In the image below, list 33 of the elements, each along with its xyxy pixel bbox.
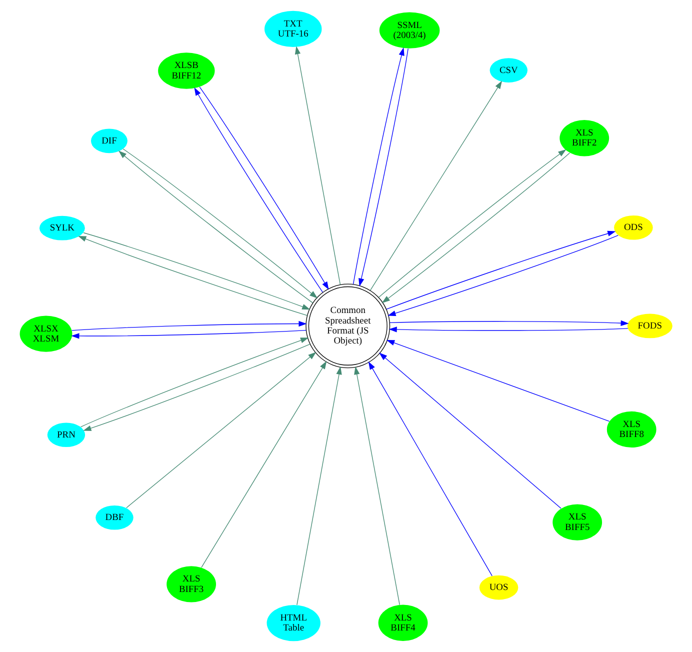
node-ellipse: UOS	[479, 575, 518, 600]
arrow	[388, 326, 628, 332]
node-ellipse: XLS BIFF8	[606, 411, 656, 448]
arrow	[386, 340, 610, 422]
node-ellipse: XLS BIFF2	[560, 120, 610, 156]
arrow	[358, 48, 408, 287]
node-ellipse: XLS BIFF4	[378, 604, 428, 641]
node-ellipse: TXT UTF-16	[264, 10, 322, 48]
arrow	[294, 46, 341, 285]
node-ellipse: DBF	[96, 505, 134, 530]
node-ellipse: ODS	[614, 215, 653, 240]
arrow	[126, 352, 316, 508]
arrow	[354, 366, 400, 606]
node-ellipse: SYLK	[39, 216, 85, 240]
node-ellipse: DIF	[90, 128, 128, 154]
node-ellipse: CSV	[490, 58, 528, 82]
arrow	[352, 47, 404, 285]
node-ellipse: PRN	[47, 422, 86, 448]
arrow	[379, 352, 562, 509]
node-ellipse: XLSB BIFF12	[158, 52, 215, 89]
node-ellipse: FODS	[627, 314, 672, 338]
arrow	[296, 366, 342, 606]
arrow	[368, 361, 492, 576]
node-ellipse: XLS BIFF5	[552, 504, 602, 540]
arrow	[390, 320, 629, 326]
node-ellipse: HTML Table	[266, 604, 320, 642]
node-ellipse: XLSX XLSM	[20, 316, 72, 352]
node-ellipse: SSML (2003/4)	[379, 12, 440, 48]
arrow	[201, 360, 327, 568]
arrow	[71, 330, 306, 339]
node-ellipse: XLS BIFF3	[166, 566, 216, 602]
arrow	[72, 320, 307, 331]
arrow	[370, 80, 502, 291]
